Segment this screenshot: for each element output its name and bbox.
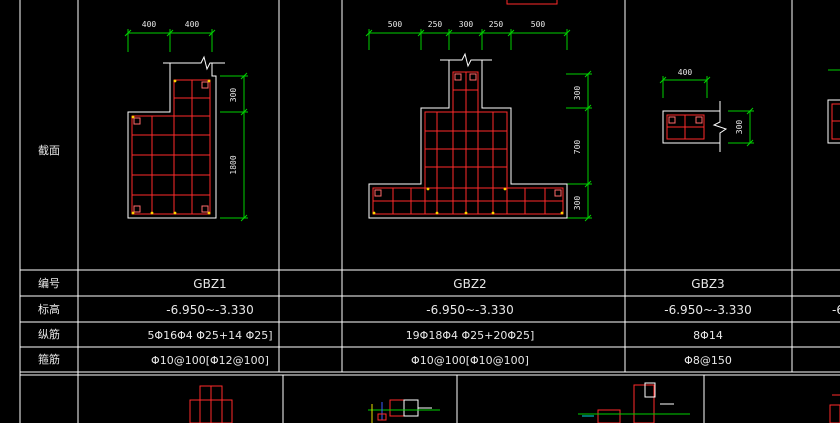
gbz2-dim-top-d: 250 (489, 20, 504, 29)
gbz1-dim-top-b: 400 (185, 20, 200, 29)
lower-drawing-3 (578, 382, 690, 423)
gbz2-concrete-outline (368, 60, 568, 219)
row-label-section: 截面 (38, 143, 60, 157)
gbz1-dim-right-a: 300 (229, 88, 238, 103)
row-label-elevation: 标高 (38, 302, 60, 316)
row-label-stirrup: 箍筋 (38, 352, 60, 366)
lower-drawing-1 (189, 385, 233, 423)
gbz3-dim-top-a: 400 (678, 68, 693, 77)
gbz1-concrete-outline (127, 63, 217, 219)
gbz2-elevation: -6.950~-3.330 (426, 303, 513, 317)
gbz1-number: GBZ1 (193, 277, 226, 291)
gbz1-stirrup: Φ10@100[Φ12@100] (151, 354, 269, 367)
row-labels: 截面 编号 标高 纵筋 箍筋 (38, 143, 60, 366)
gbz3-dimensions (659, 76, 754, 147)
gbz2-cells: GBZ2 -6.950~-3.330 19Φ18Φ4 Φ25+20Φ25] Φ1… (406, 277, 535, 367)
gbz2-section: 500 250 300 250 500 300 700 300 (365, 20, 592, 222)
partial-elevation: -6 (832, 303, 840, 317)
gbz2-longitudinal: 19Φ18Φ4 Φ25+20Φ25] (406, 329, 535, 342)
gbz2-dim-top-b: 250 (428, 20, 443, 29)
gbz2-dim-top-a: 500 (388, 20, 403, 29)
gbz3-cells: GBZ3 -6.950~-3.330 8Φ14 Φ8@150 (664, 277, 751, 367)
gbz2-dim-top-c: 300 (459, 20, 474, 29)
lower-drawing-4 (829, 394, 840, 423)
gbz2-dim-top-e: 500 (531, 20, 546, 29)
gbz1-elevation: -6.950~-3.330 (166, 303, 253, 317)
gbz3-dim-right-a: 300 (735, 120, 744, 135)
gbz3-rebar-cage (666, 114, 705, 140)
gbz3-concrete-outline (662, 110, 720, 144)
gbz3-section: 400 300 (659, 68, 754, 152)
table-grid (19, 0, 840, 423)
gbz3-elevation: -6.950~-3.330 (664, 303, 751, 317)
gbz1-break-line (163, 55, 225, 71)
gbz2-dim-right-a: 300 (573, 86, 582, 101)
gbz2-rebar-dots (372, 187, 564, 215)
gbz1-rebar-cage (131, 79, 211, 215)
gbz2-dim-right-c: 300 (573, 196, 582, 211)
row-label-number: 编号 (38, 276, 60, 290)
top-marker (506, 0, 558, 5)
gbz2-dimensions (365, 29, 592, 222)
gbz3-break-line (712, 101, 728, 152)
gbz2-rebar-cage (372, 71, 564, 215)
gbz1-section: 400 400 300 1800 (124, 20, 248, 222)
gbz1-rebar-dots (131, 79, 211, 215)
gbz2-break-line (440, 52, 492, 68)
gbz2-stirrup: Φ10@100[Φ10@100] (411, 354, 529, 367)
gbz1-dim-top-a: 400 (142, 20, 157, 29)
gbz2-number: GBZ2 (453, 277, 486, 291)
gbz2-dim-right-b: 700 (573, 140, 582, 155)
gbz1-dim-right-b: 1800 (229, 155, 238, 174)
lower-band-drawings (189, 382, 840, 423)
gbz1-longitudinal: 5Φ16Φ4 Φ25+14 Φ25] (147, 329, 272, 342)
gbz1-dimensions (124, 29, 248, 222)
gbz3-number: GBZ3 (691, 277, 724, 291)
partial-section (827, 69, 840, 144)
gbz3-longitudinal: 8Φ14 (693, 329, 723, 342)
gbz3-stirrup: Φ8@150 (684, 354, 732, 367)
row-label-longitudinal: 纵筋 (38, 327, 60, 341)
lower-drawing-2 (368, 399, 440, 423)
gbz1-cells: GBZ1 -6.950~-3.330 5Φ16Φ4 Φ25+14 Φ25] Φ1… (147, 277, 272, 367)
